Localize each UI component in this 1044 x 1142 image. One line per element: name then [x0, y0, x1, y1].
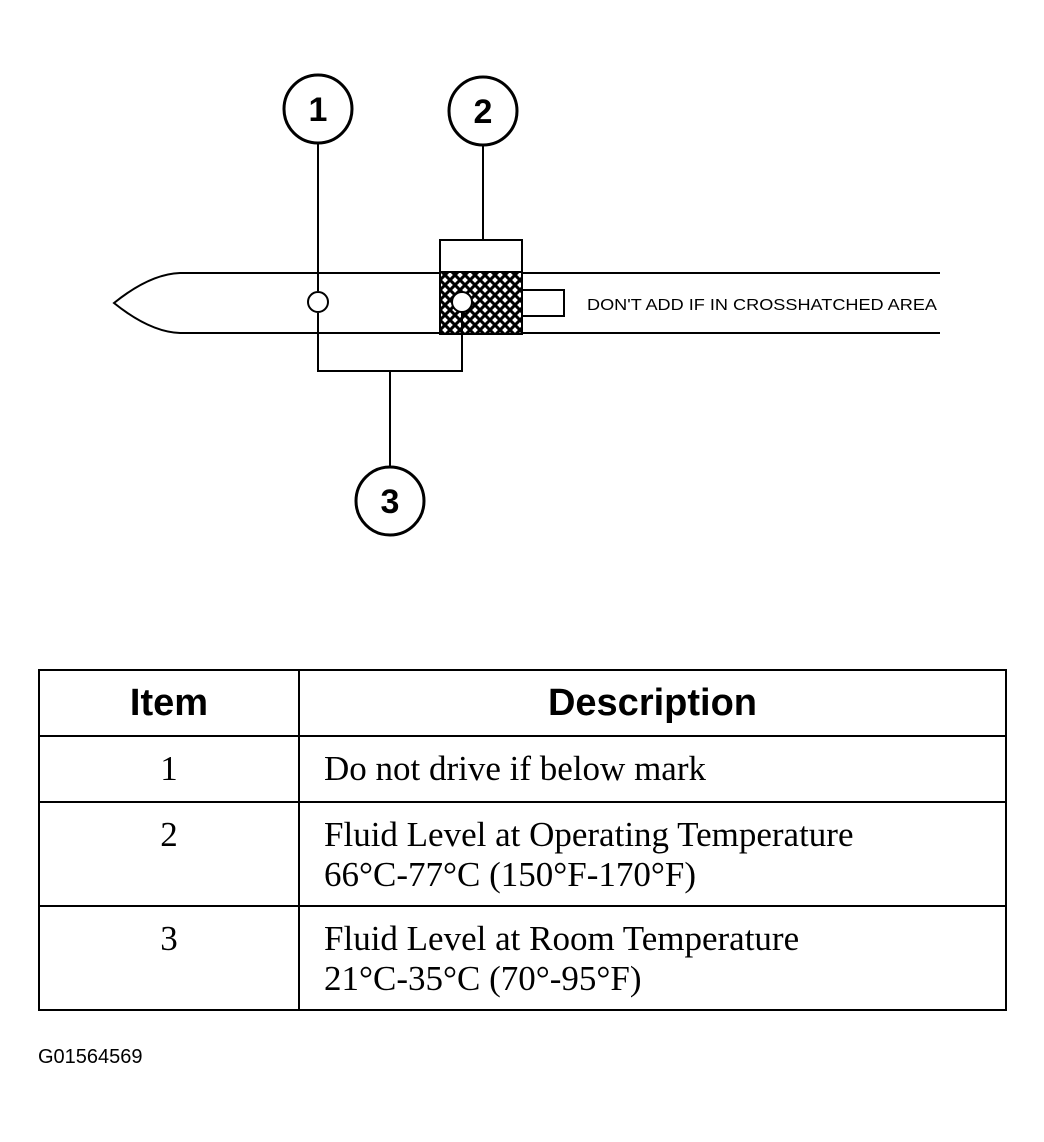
- callout-1: 1: [282, 73, 354, 145]
- item-column-header: Item: [38, 669, 300, 737]
- callout-3: 3: [354, 465, 426, 537]
- caption-pointer-box: [521, 289, 565, 317]
- item-number: 2: [38, 801, 300, 907]
- description-line: Fluid Level at Room Temperature: [324, 919, 800, 958]
- item-description: Fluid Level at Operating Temperature 66°…: [298, 801, 1007, 907]
- item-number: 3: [38, 905, 300, 1011]
- description-line: 21°C-35°C (70°-95°F): [324, 959, 642, 998]
- description-column-header: Description: [298, 669, 1007, 737]
- description-line: Fluid Level at Operating Temperature: [324, 815, 854, 854]
- table-row: 3 Fluid Level at Room Temperature 21°C-3…: [38, 905, 1007, 1011]
- callout-3-number: 3: [381, 483, 400, 521]
- operating-mark: [451, 291, 473, 313]
- legend-header-row: Item Description: [38, 669, 1007, 737]
- item-number: 1: [38, 735, 300, 803]
- legend-table: Item Description 1 Do not drive if below…: [38, 669, 1007, 1011]
- dipstick-blade: [112, 272, 940, 334]
- minimum-mark: [307, 291, 329, 313]
- table-row: 1 Do not drive if below mark: [38, 735, 1007, 803]
- item-description: Fluid Level at Room Temperature 21°C-35°…: [298, 905, 1007, 1011]
- description-line: 66°C-77°C (150°F-170°F): [324, 855, 696, 894]
- table-row: 2 Fluid Level at Operating Temperature 6…: [38, 801, 1007, 907]
- dipstick-diagram: 1 2 3 DON'T ADD IF IN CROSSHATCHED AREA: [112, 73, 940, 537]
- callout-2: 2: [447, 75, 519, 147]
- figure-code: G01564569: [38, 1046, 143, 1068]
- callout-2-number: 2: [474, 93, 493, 131]
- crosshatch-warning-caption: DON'T ADD IF IN CROSSHATCHED AREA: [587, 297, 937, 314]
- description-line: Do not drive if below mark: [324, 749, 706, 788]
- callout-1-number: 1: [309, 91, 328, 129]
- operating-temp-bracket: [439, 239, 523, 272]
- item-description: Do not drive if below mark: [298, 735, 1007, 803]
